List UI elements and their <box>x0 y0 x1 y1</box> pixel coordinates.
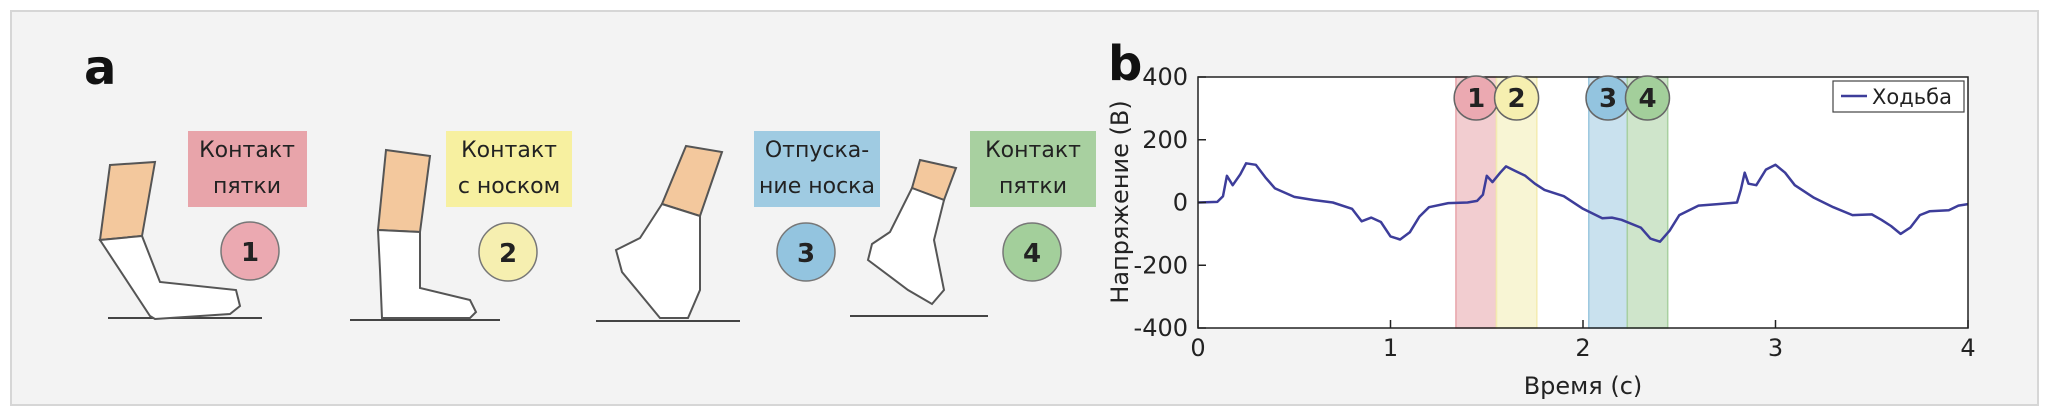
phase-2-label-line2: с носком <box>458 174 560 199</box>
phase-4-label-line2: пятки <box>999 174 1067 199</box>
band-circle-number-4: 4 <box>1638 84 1656 114</box>
plot-area <box>1198 77 1968 328</box>
y-tick-label-400: 400 <box>1142 63 1188 91</box>
x-tick-label-1: 1 <box>1383 334 1398 362</box>
phase-3-illustration <box>596 144 740 322</box>
phase-1-circle <box>220 221 280 281</box>
phase-4-circle <box>1002 222 1062 282</box>
phase-4-illustration <box>850 158 988 317</box>
phase-3-circle <box>776 222 836 282</box>
phase-3-number: 3 <box>797 239 815 269</box>
foot-sock-2 <box>376 228 478 319</box>
foot-sock-3 <box>614 202 701 319</box>
x-tick-label-3: 3 <box>1768 334 1783 362</box>
phase-1-label-line2: пятки <box>213 174 281 199</box>
panel-a-letter: a <box>84 40 116 96</box>
phase-3-label-line2: ние носка <box>759 174 875 199</box>
phase-3-label-box <box>754 131 880 207</box>
foot-sock-4 <box>866 186 946 306</box>
phase-4-number: 4 <box>1023 239 1041 269</box>
phase-2-circle <box>478 222 538 282</box>
panel-b-letter: b <box>1108 36 1142 92</box>
series-line-walking <box>1197 162 1969 243</box>
y-tick-label-0: 0 <box>1173 189 1188 217</box>
band-circle-number-1: 1 <box>1467 84 1485 114</box>
band-circle-number-2: 2 <box>1508 84 1526 114</box>
x-axis-title: Время (с) <box>1524 372 1643 400</box>
band-circle-2 <box>1493 75 1540 121</box>
legend: Ходьба <box>1832 80 1965 113</box>
skin-sock-3 <box>660 144 724 218</box>
y-axis-title: Напряжение (В) <box>1106 100 1134 303</box>
y-tick-label--200: -200 <box>1134 251 1188 279</box>
band-circle-4 <box>1624 75 1671 121</box>
phase-4-label-box <box>970 131 1096 207</box>
phase-2-label-box <box>446 131 572 207</box>
phase-2-illustration <box>350 148 500 321</box>
phase-1-illustration <box>98 160 262 321</box>
x-tick-label-0: 0 <box>1190 334 1205 362</box>
band-circle-number-3: 3 <box>1599 84 1617 114</box>
phase-1-number: 1 <box>241 238 259 268</box>
phase-2-label-line1: Контакт <box>461 138 557 163</box>
series-layer <box>1197 162 1969 243</box>
x-tick-label-4: 4 <box>1960 334 1975 362</box>
phase-3-label-line1: Отпуска- <box>765 138 869 163</box>
phase-4-label-line1: Контакт <box>985 138 1081 163</box>
phase-2-number: 2 <box>499 239 517 269</box>
x-tick-label-2: 2 <box>1575 334 1590 362</box>
y-tick-label--400: -400 <box>1134 314 1188 342</box>
phase-1-label-line1: Контакт <box>199 138 295 163</box>
phase-1-label-box <box>188 131 307 207</box>
foot-sock-1 <box>98 234 242 321</box>
skin-sock-2 <box>376 148 432 234</box>
y-tick-label-200: 200 <box>1142 126 1188 154</box>
legend-label-walking: Ходьба <box>1872 85 1952 109</box>
skin-sock-1 <box>98 160 157 242</box>
